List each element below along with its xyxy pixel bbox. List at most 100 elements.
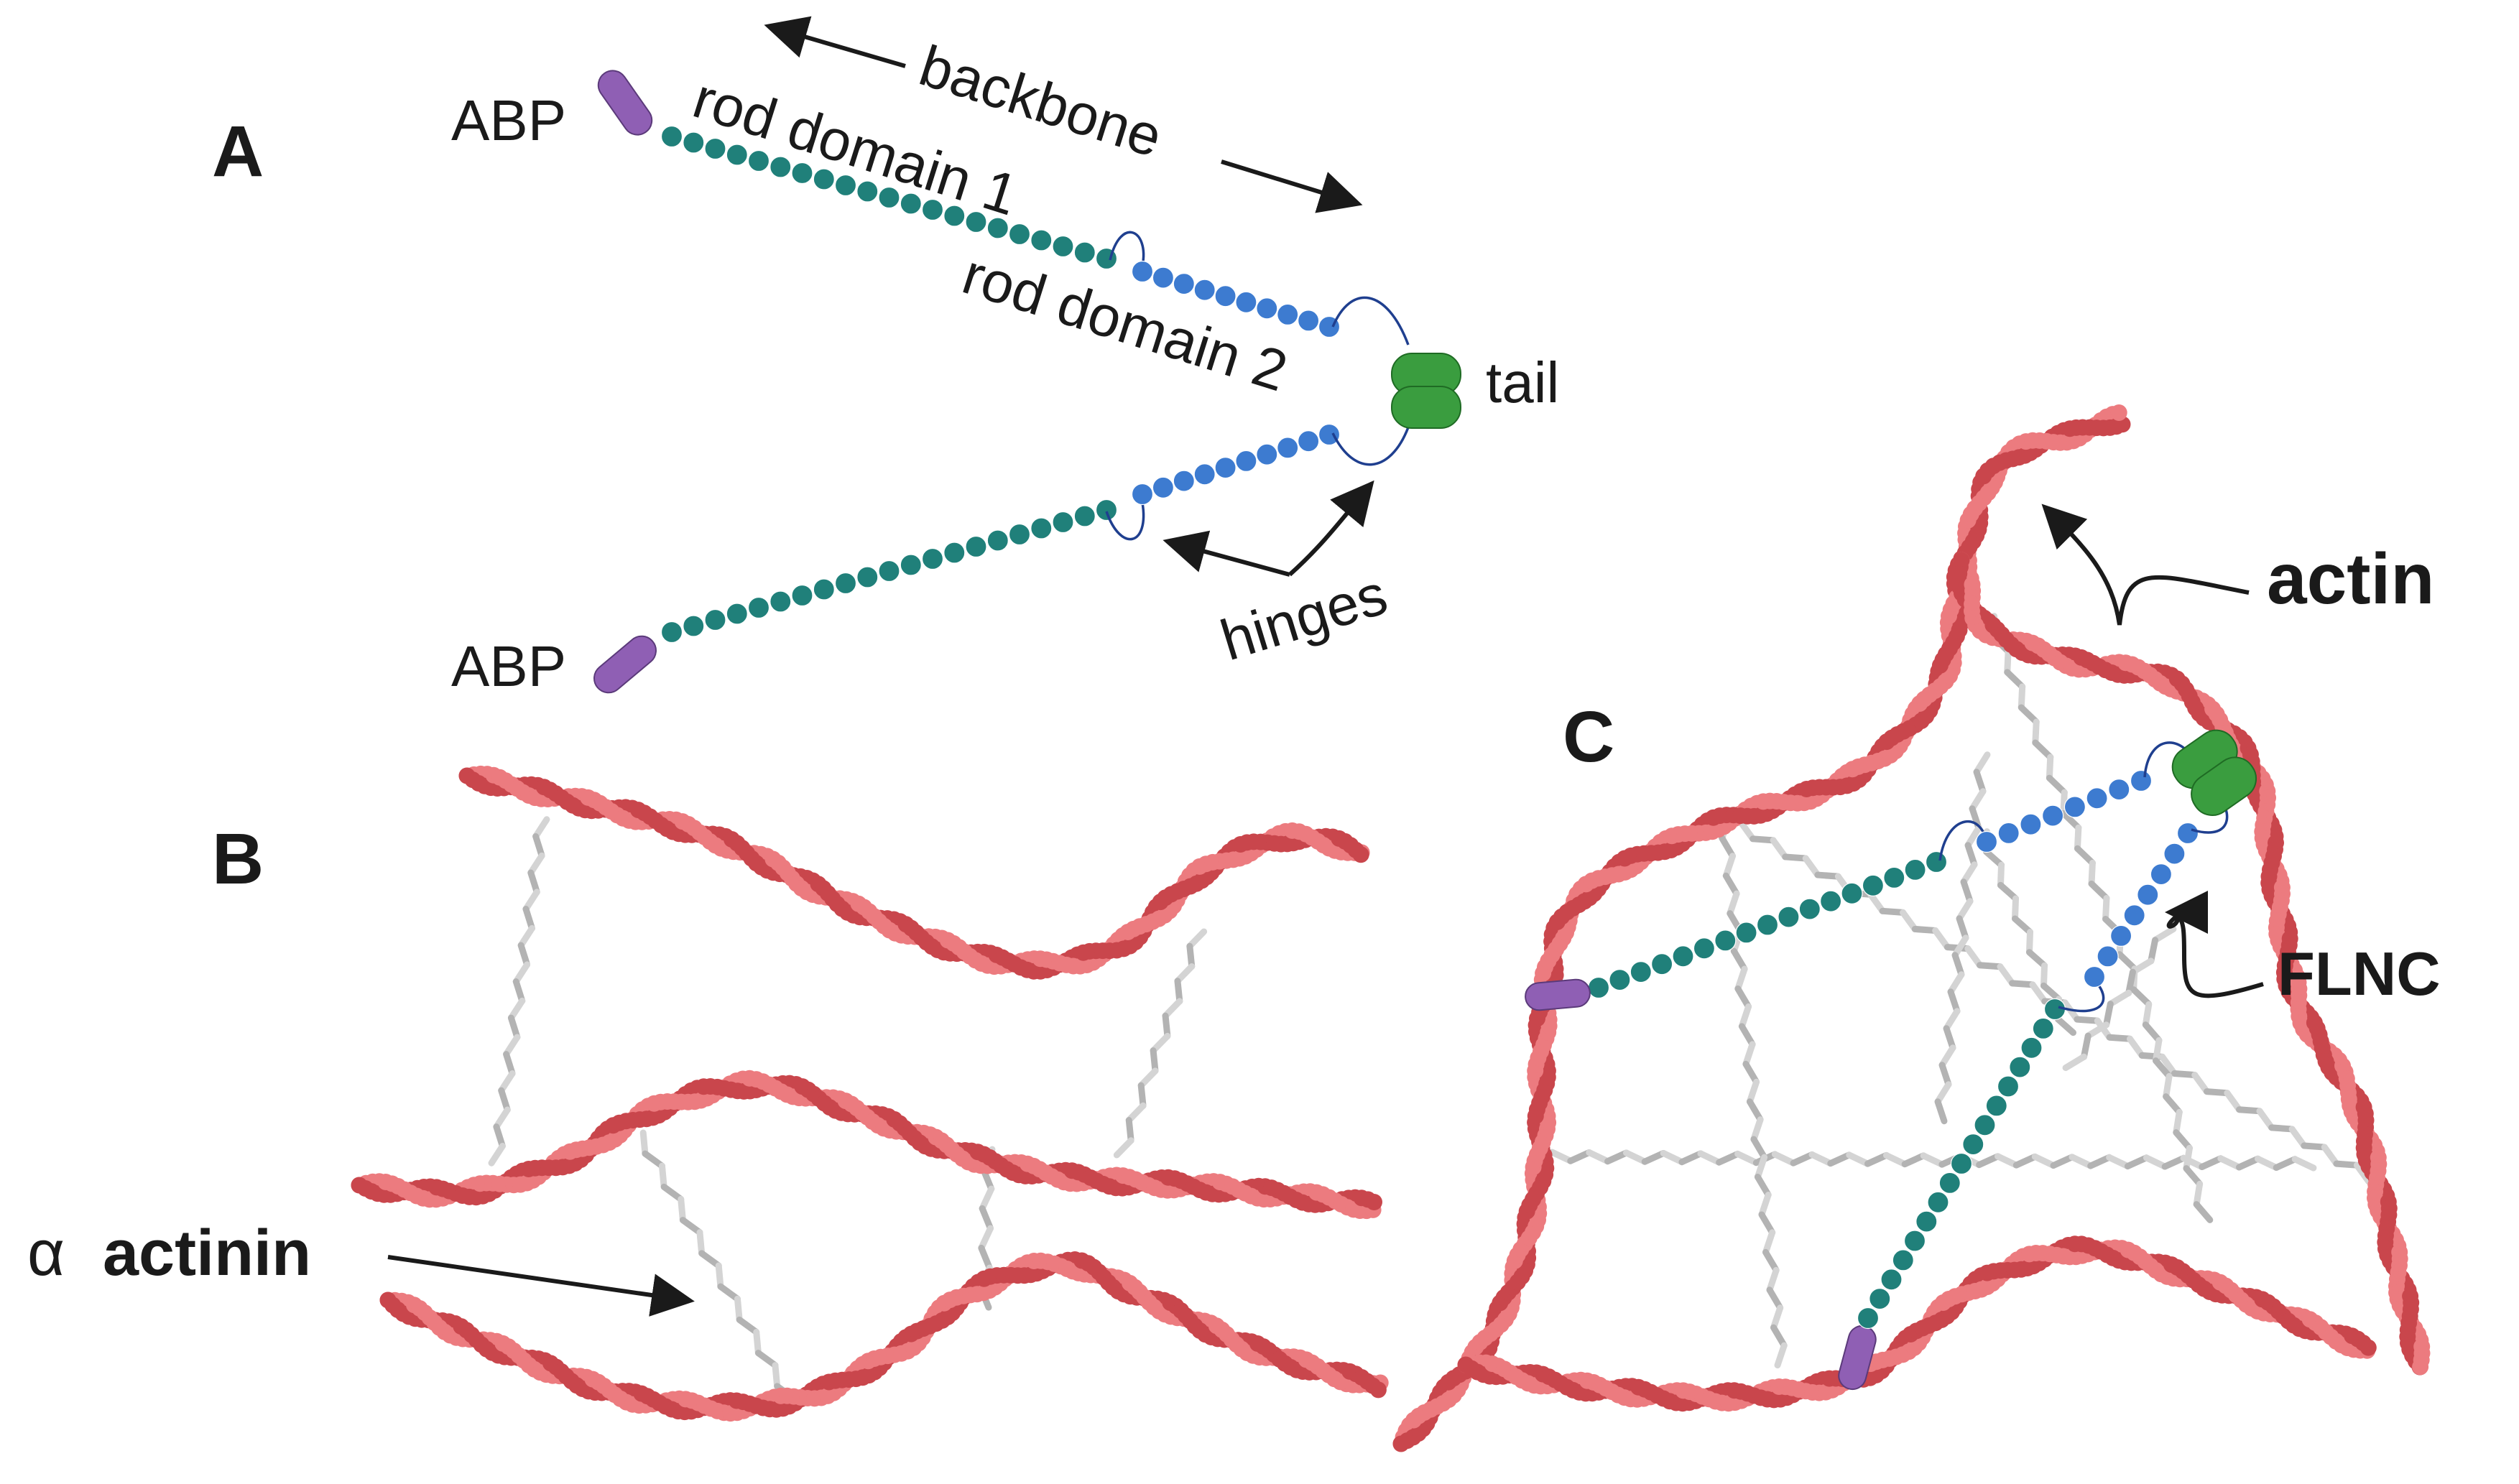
ig-domain-bead [1892, 1249, 1914, 1271]
ig-domain-bead [921, 198, 944, 221]
actin-bead [1156, 906, 1173, 924]
ig-domain-bead [2130, 769, 2153, 792]
ig-domain-bead [834, 174, 857, 197]
actin-bead [1720, 1395, 1737, 1412]
ig-domain-bead [1820, 890, 1842, 912]
rod-domain-1-bottom [660, 498, 1118, 644]
annotation-arrow [1288, 480, 1374, 577]
actin-bead [1122, 937, 1139, 955]
panel-b-letter: B [212, 819, 264, 899]
ig-domain-bead [1235, 291, 1257, 313]
actin-bead [2359, 1339, 2377, 1356]
ig-domain-bead [1173, 273, 1195, 295]
actin-bead [1203, 1185, 1221, 1202]
crosslinker [1113, 928, 1208, 1159]
ig-domain-bead [1256, 443, 1278, 465]
ig-domain-bead [1756, 914, 1779, 936]
ig-domain-bead [834, 572, 857, 595]
ig-domain-bead [878, 560, 900, 583]
actin-bead [753, 858, 770, 876]
annotation-arrow [1221, 159, 1363, 213]
actin-bead [1765, 1391, 1783, 1409]
actin-bead [1972, 622, 1989, 639]
actin-bead [2063, 659, 2081, 677]
ig-domain-bead [1008, 223, 1031, 246]
flnc-rod-domain-1-top [1587, 850, 1948, 999]
actin-bead [2412, 1358, 2429, 1376]
actin-bead [1279, 835, 1296, 853]
ig-domain-bead [943, 542, 966, 564]
actin-bead [570, 799, 588, 817]
ig-domain-bead [726, 603, 748, 625]
ig-domain-bead [1997, 1075, 2020, 1098]
ig-domain-bead [1073, 241, 1096, 264]
ig-domain-bead [1798, 898, 1821, 920]
actin-bead [468, 1189, 485, 1206]
actin-bead [2254, 830, 2271, 847]
ig-domain-bead [813, 168, 835, 190]
ig-domain-bead [791, 162, 813, 185]
actin-bead [722, 1405, 739, 1422]
actin-bead [1300, 1195, 1317, 1212]
ig-domain-bead [2032, 1017, 2054, 1040]
actin-bead [1950, 572, 1967, 589]
actin-filament [1457, 1235, 2377, 1412]
actin-bead [1517, 1262, 1533, 1279]
actin-bead [713, 840, 729, 857]
ig-domain-bead [1095, 498, 1118, 521]
tail-label: tail [1486, 351, 1559, 414]
actin-bead [1022, 1266, 1039, 1284]
annotation-arrow [387, 1255, 695, 1317]
ig-domain-bead [2020, 1037, 2043, 1059]
actin-bead [905, 1339, 923, 1356]
ig-domain-bead [726, 144, 748, 166]
actin-filaments [351, 404, 2431, 1452]
ig-domain-bead [1904, 858, 1926, 881]
actin-bead [1540, 1017, 1558, 1034]
actin-binding-domain-bottom [593, 635, 657, 694]
actin-bead [644, 1109, 662, 1126]
rod-domain-2-label: rod domain 2 [956, 241, 1295, 403]
actin-bead [1845, 775, 1862, 792]
ig-domain-bead [683, 131, 705, 154]
ig-domain-bead [1193, 463, 1216, 486]
actin-bead [887, 924, 904, 942]
ig-domain-bead [1173, 470, 1195, 492]
actin-bead [1352, 846, 1369, 863]
actin-bead [2157, 678, 2174, 695]
actin-bead [819, 1387, 836, 1404]
ig-domain-bead [1193, 279, 1216, 301]
actin-bead [768, 1401, 785, 1418]
ig-domain-bead [1318, 423, 1341, 446]
ig-domain-bead [1985, 1095, 2007, 1117]
ig-domain-bead [1915, 1210, 1938, 1233]
ig-domain-bead [1880, 1269, 1903, 1291]
actin-bead [1025, 963, 1043, 980]
actin-bead [1010, 1167, 1027, 1184]
actin-bead [476, 777, 493, 794]
hinge-linker [1109, 231, 1145, 266]
actin-bead [2342, 1097, 2359, 1114]
rod-domain-1-top [660, 125, 1118, 270]
actin-bead [1983, 479, 2000, 496]
actin-bead [1571, 1383, 1588, 1401]
actin-bead [2260, 874, 2278, 891]
crosslinker [1934, 751, 1991, 1125]
flnc-actin-binding-top [1525, 978, 1591, 1011]
actin-bead [1475, 1366, 1492, 1383]
hinge-linker [1331, 427, 1410, 466]
actin-bead [1752, 807, 1769, 824]
rod-domain-2-bottom [1131, 423, 1341, 506]
actin-bead [1882, 747, 1899, 764]
ig-domain-bead [704, 137, 726, 160]
actin-bead [1231, 850, 1248, 867]
actin-binding-domain-top [597, 70, 653, 136]
actin-bead [1617, 863, 1634, 881]
ig-domain-bead [1925, 850, 1948, 873]
actin-bead [2061, 1248, 2079, 1266]
ig-domain-bead [2097, 945, 2119, 968]
ig-domain-bead [1030, 517, 1053, 539]
ig-domain-bead [1903, 1230, 1926, 1252]
ig-domain-bead [1587, 976, 1610, 999]
ig-domain-bead [2009, 1056, 2031, 1078]
